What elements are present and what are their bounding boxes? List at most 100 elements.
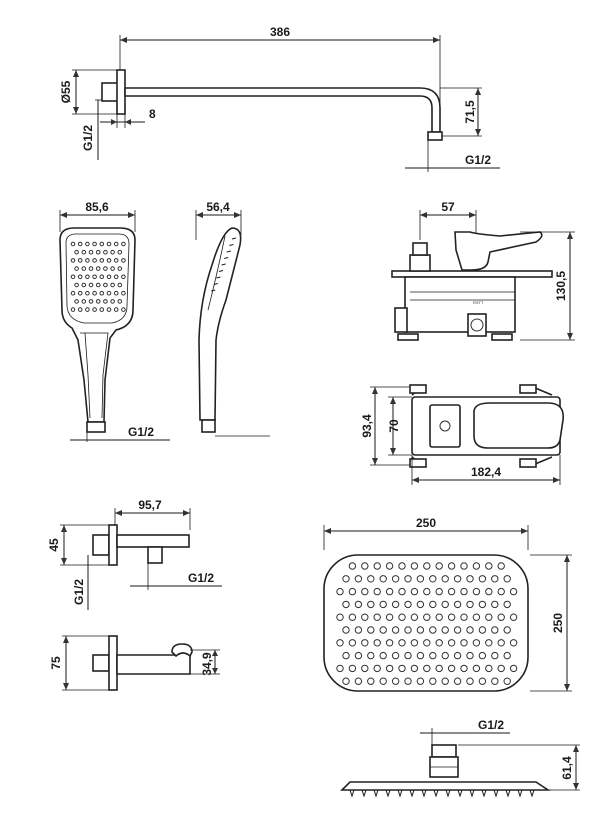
- nozzle: [373, 639, 381, 647]
- nozzle: [70, 307, 76, 312]
- nozzle: [491, 600, 499, 609]
- nozzle: [354, 626, 363, 634]
- nozzle: [447, 587, 456, 596]
- nozzle: [497, 639, 505, 647]
- nozzle: [416, 600, 425, 609]
- hand-shower-profile: [198, 227, 242, 421]
- nozzle: [497, 664, 505, 673]
- nozzle: [81, 282, 87, 288]
- nozzle: [336, 664, 344, 673]
- nozzle: [81, 266, 87, 271]
- nozzle: [529, 789, 535, 798]
- nozzle: [361, 789, 367, 798]
- nozzle: [113, 241, 119, 247]
- nozzle: [121, 241, 126, 247]
- mixer-inlet-left: [394, 307, 408, 333]
- nozzle: [367, 651, 375, 660]
- hand-side-connector: [201, 419, 216, 433]
- holder-gap-label: 34,9: [200, 652, 214, 676]
- nozzle: [441, 677, 449, 685]
- nozzle: [85, 274, 90, 280]
- nozzle: [469, 789, 475, 798]
- mixer-valve-stem: [409, 254, 431, 272]
- nozzle: [423, 562, 431, 570]
- nozzle: [397, 789, 403, 798]
- nozzle: [472, 664, 481, 673]
- arm-pipe: [124, 87, 441, 133]
- holder-flange: [108, 635, 118, 691]
- nozzle: [361, 562, 369, 570]
- nozzle: [385, 562, 394, 570]
- nozzle: [361, 613, 369, 621]
- nozzle: [213, 283, 218, 285]
- nozzle: [367, 600, 375, 609]
- head-side-nozzles: [349, 789, 535, 798]
- nozzle: [423, 664, 431, 673]
- nozzle: [497, 587, 505, 596]
- nozzle: [70, 274, 76, 280]
- nozzle: [398, 587, 406, 596]
- nozzle: [433, 789, 439, 798]
- nozzle: [106, 290, 112, 296]
- hand-width-label: 85,6: [85, 200, 109, 214]
- nozzle: [77, 307, 83, 312]
- nozzle: [103, 299, 108, 304]
- shower-arm-view: 386 Ø55 8 G1/2 71,5 G1/2: [59, 25, 500, 172]
- nozzle: [505, 789, 511, 798]
- nozzle: [385, 587, 394, 596]
- nozzle: [385, 789, 391, 798]
- nozzle: [404, 575, 412, 583]
- nozzle: [373, 587, 381, 596]
- nozzle: [429, 651, 437, 660]
- nozzle: [485, 562, 493, 570]
- nozzle: [231, 237, 237, 240]
- mixer-lever-front: [473, 402, 565, 449]
- nozzle: [113, 258, 119, 263]
- nozzle: [441, 600, 449, 609]
- nozzle: [453, 575, 462, 583]
- plate-height-outer-label: 93,4: [360, 414, 374, 438]
- nozzle: [379, 600, 387, 609]
- side-nozzle-row: [211, 237, 237, 292]
- nozzle: [416, 626, 425, 634]
- nozzle: [367, 677, 375, 685]
- arm-wall-flange: [116, 69, 126, 115]
- nozzle: [435, 639, 443, 647]
- nozzle: [121, 258, 126, 263]
- nozzle: [121, 274, 126, 280]
- nozzle: [385, 664, 394, 673]
- elbow-thread-out-label: G1/2: [188, 571, 214, 585]
- nozzle: [74, 266, 79, 271]
- nozzle: [211, 289, 216, 292]
- nozzle: [385, 613, 394, 621]
- nozzle: [441, 575, 449, 583]
- nozzle: [367, 575, 375, 583]
- arm-length-label: 386: [270, 25, 290, 39]
- nozzle: [447, 562, 456, 570]
- shower-head-top-view: 250 250: [323, 516, 572, 692]
- nozzle: [336, 639, 344, 647]
- arm-thread-stub: [101, 82, 119, 102]
- nozzle: [88, 282, 94, 288]
- nozzle: [354, 677, 363, 685]
- hand-thread-label: G1/2: [128, 425, 154, 439]
- nozzle: [441, 626, 449, 634]
- plate-height-inner-label: 70: [387, 419, 401, 433]
- nozzle: [460, 613, 468, 621]
- mixer-plate: [391, 270, 553, 278]
- elbow-outlet: [147, 546, 163, 564]
- nozzle: [398, 639, 406, 647]
- nozzle: [453, 626, 462, 634]
- nozzle: [509, 664, 518, 673]
- nozzle: [416, 575, 425, 583]
- nozzle: [429, 626, 437, 634]
- nozzle: [348, 664, 357, 673]
- nozzle: [503, 600, 511, 609]
- flange-diameter-label: Ø55: [59, 80, 73, 103]
- hand-shower-face: [65, 233, 130, 324]
- nozzle: [92, 307, 97, 312]
- nozzle: [460, 587, 468, 596]
- holder-cradle: [171, 643, 193, 658]
- nozzle: [379, 677, 387, 685]
- nozzle: [354, 600, 363, 609]
